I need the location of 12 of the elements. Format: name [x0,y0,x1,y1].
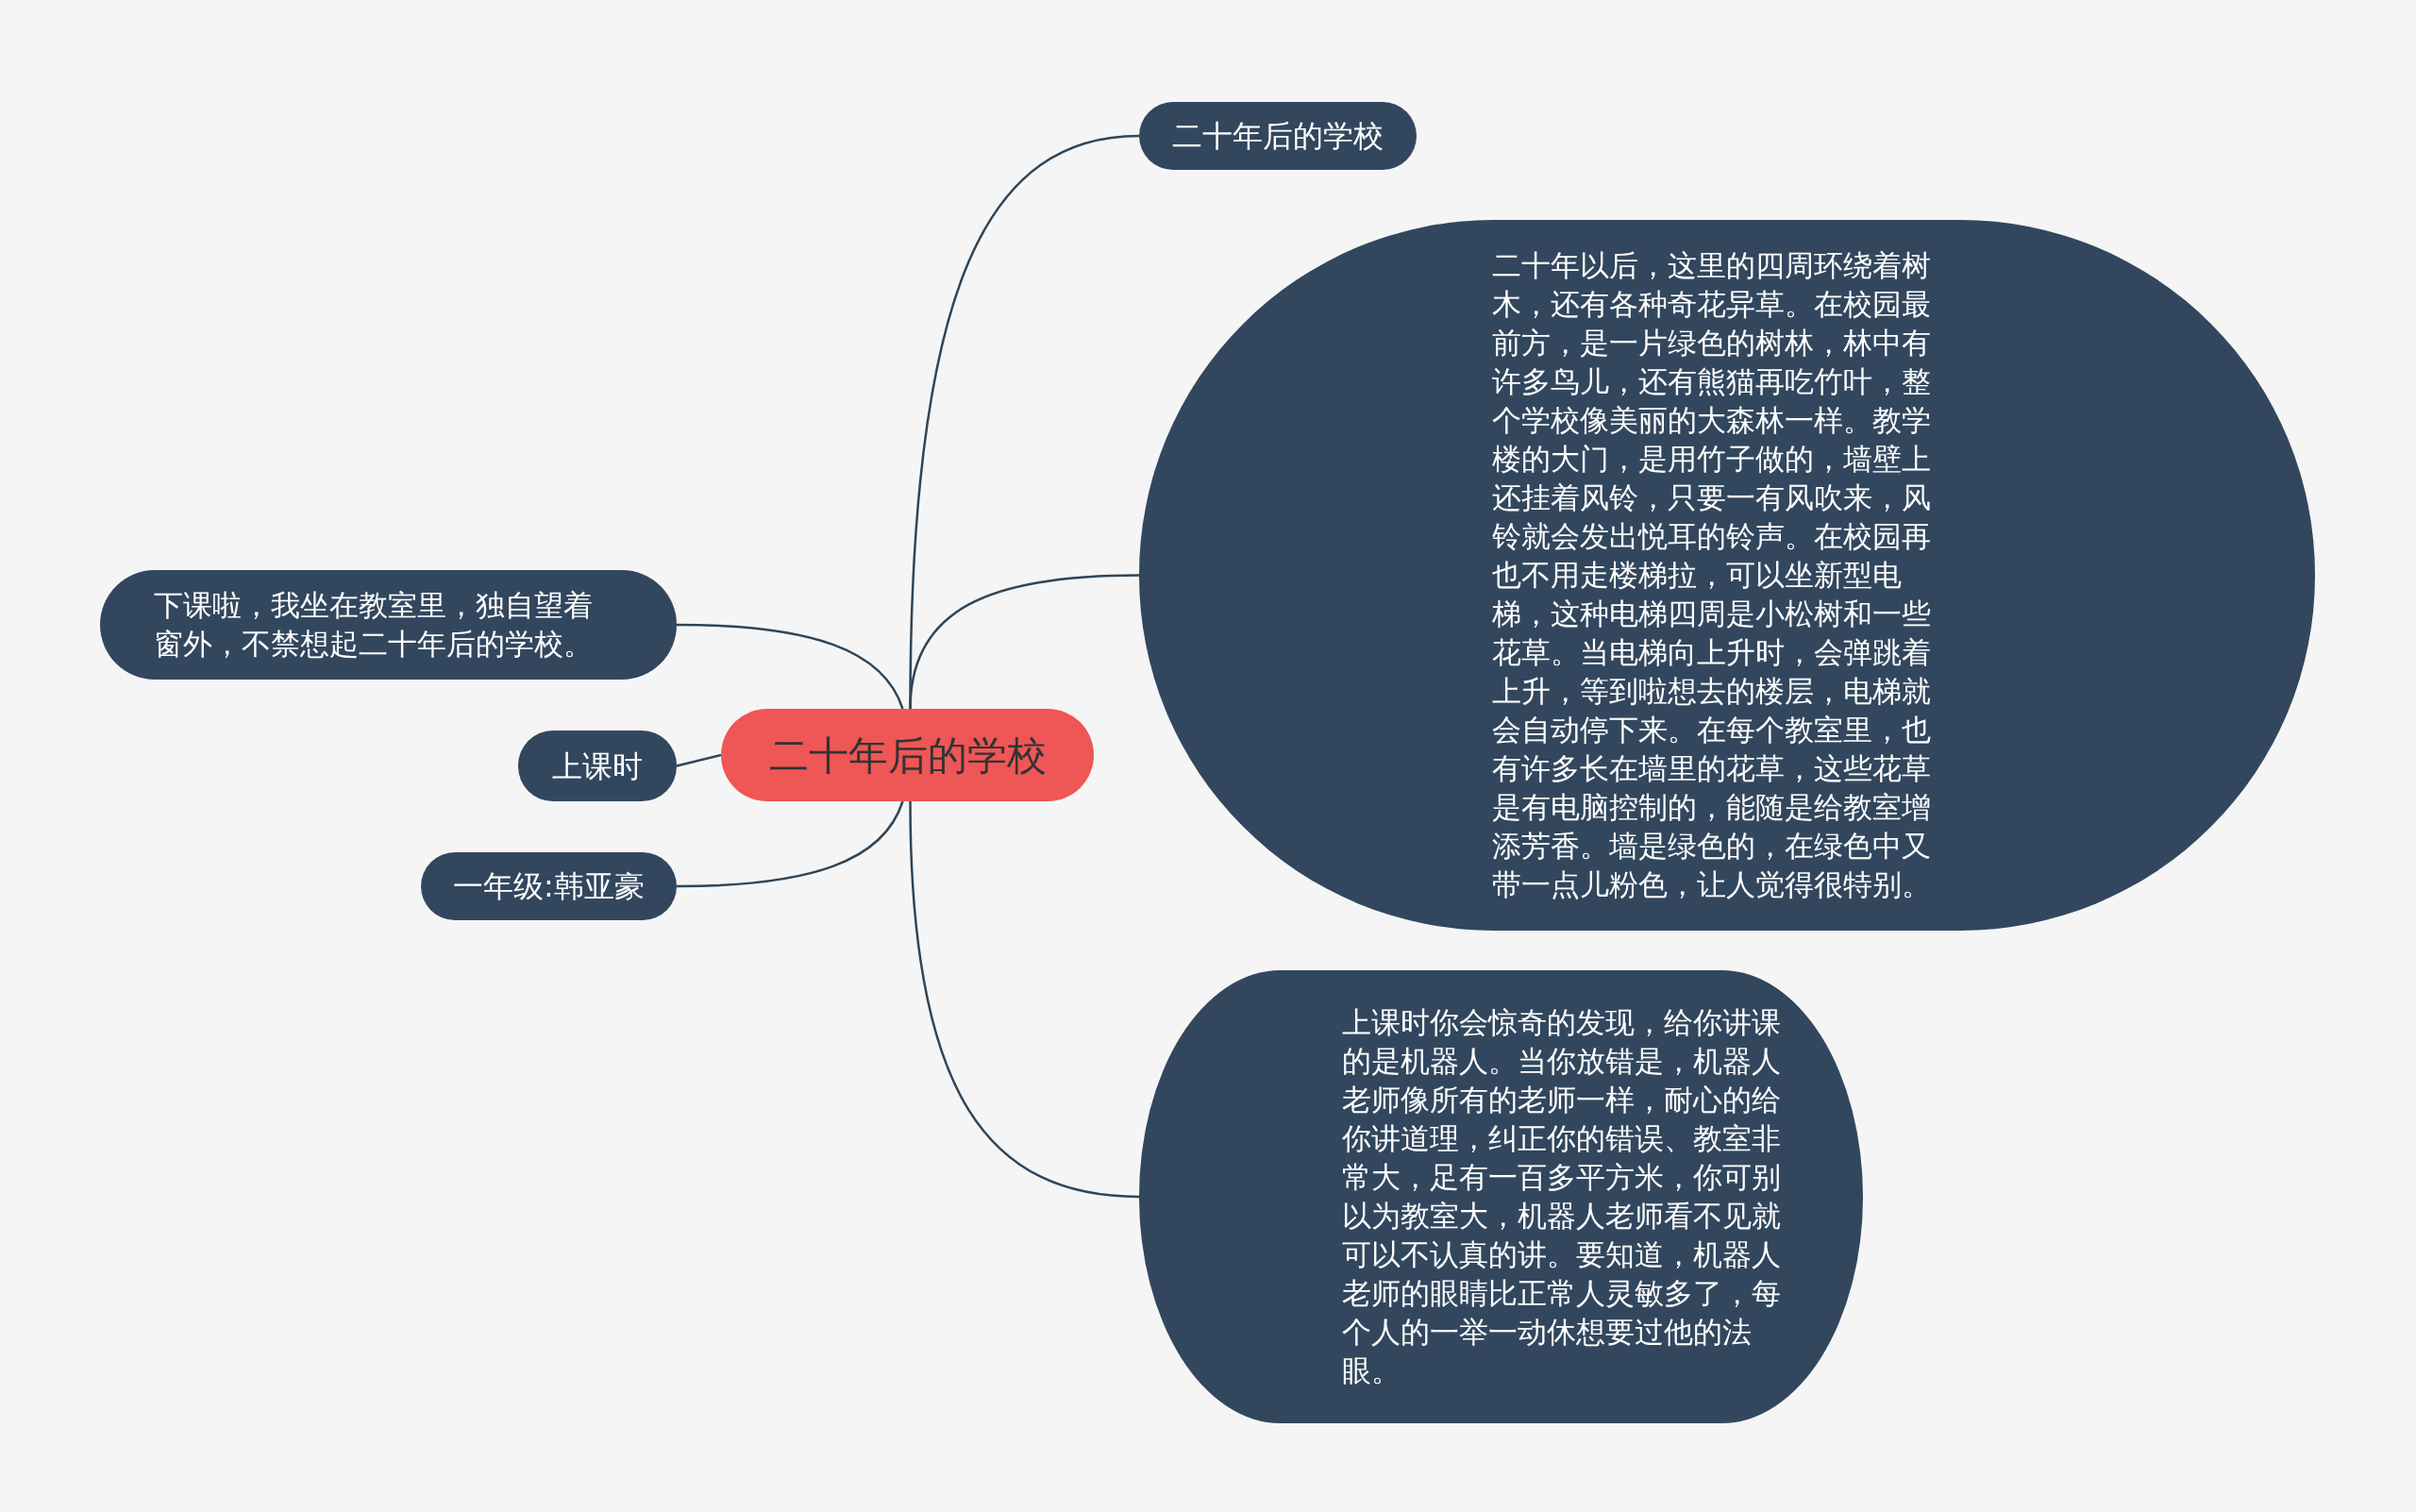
topic-text: 一年级:韩亚豪 [453,867,645,906]
topic-text: 下课啦，我坐在教室里，独自望着窗外，不禁想起二十年后的学校。 [154,587,594,663]
topic-text: 上课时你会惊奇的发现，给你讲课的是机器人。当你放错是，机器人老师像所有的老师一样，耐心的给你讲道理，纠正你的错误、教室非常大，足有一百多平方米，你可别以为教室大，机器人老师看不见就可以不认真的讲。要知道，机器人老师的眼睛比正常人灵敏多了，每个人的一举一动休想要过他的法眼。 [1342,1004,1782,1389]
connector-line [909,574,1140,710]
connector-line [676,623,904,710]
connector-line [676,800,904,888]
topic-text: 二十年以后，这里的四周环绕着树木，还有各种奇花异草。在校园最前方，是一片绿色的树林，林中有许多鸟儿，还有熊猫再吃竹叶，整个学校像美丽的大森林一样。教学楼的大门，是用竹子做的，墙壁上还挂着风铃，只要一有风吹来，风铃就会发出悦耳的铃声。在校园再也不用走楼梯拉，可以坐新型电梯，这种电梯四周是小松树和一些花草。当电梯向上升时，会弹跳着上升，等到啦想去的楼层，电梯就会自动停下来。在每个教室里，也有许多长在墙里的花草，这些花草是有电脑控制的，能随是给教室增添芳香。墙是绿色的，在绿色中又带一点儿粉色，让人觉得很特别。 [1492,247,1932,903]
topic-text: 二十年后的学校 [1172,117,1384,156]
topic-text: 上课时 [552,747,643,786]
connector-line [676,753,722,767]
connector-line [909,800,1140,1199]
topic-title: 二十年后的学校 [768,731,1047,781]
